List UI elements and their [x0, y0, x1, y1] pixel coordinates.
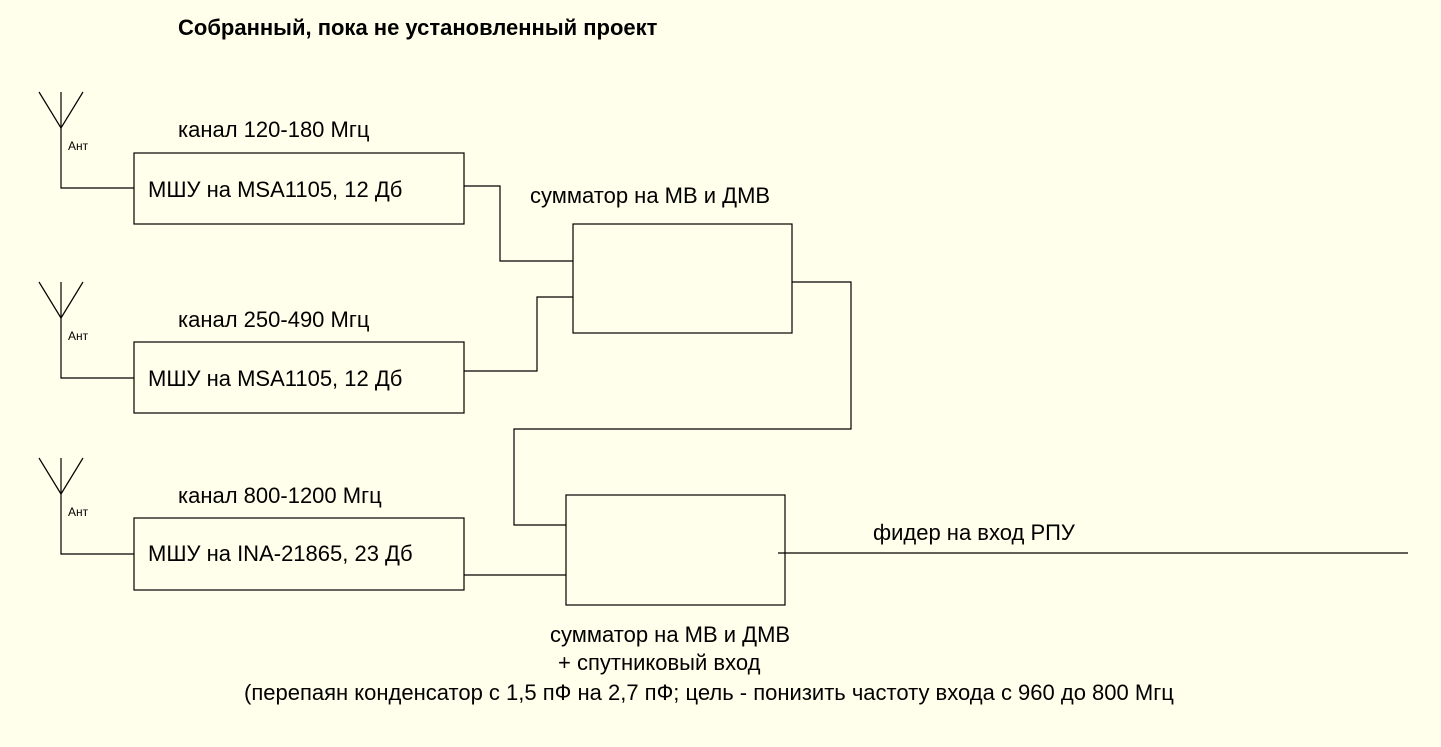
channel-3-label: канал 800-1200 Мгц [178, 483, 382, 508]
antenna-3: Ант [38, 457, 134, 555]
diagram-title: Собранный, пока не установленный проект [178, 15, 658, 40]
antenna-2: Ант [38, 281, 134, 379]
wire-amp1-to-combiner1 [464, 185, 573, 262]
antenna-3-feed-wire [60, 494, 134, 555]
combiner-2-label: сумматор на МВ и ДМВ [550, 622, 790, 647]
antenna-2-label: Ант [68, 329, 89, 343]
combiner-1-box [572, 223, 793, 334]
channel-2-label: канал 250-490 Мгц [178, 307, 370, 332]
amplifier-2-label: МШУ на MSA1105, 12 Дб [148, 366, 402, 391]
antenna-3-label: Ант [68, 505, 89, 519]
antenna-1-feed-wire [60, 128, 134, 189]
combiner-1-label: сумматор на МВ и ДМВ [530, 183, 770, 208]
combiner-2-label-line2: + спутниковый вход [558, 650, 761, 675]
amplifier-1-box [133, 152, 465, 225]
antenna-3-icon [38, 457, 84, 495]
wire-combiner1-to-combiner2 [513, 281, 852, 526]
feeder-label: фидер на вход РПУ [873, 520, 1076, 545]
antenna-1: Ант [38, 91, 134, 189]
antenna-1-label: Ант [68, 139, 89, 153]
antenna-2-icon [38, 281, 84, 319]
combiner-2-note: (перепаян конденсатор с 1,5 пФ на 2,7 пФ… [244, 680, 1174, 705]
wire-amp2-to-combiner1 [464, 296, 573, 372]
amplifier-1-label: МШУ на MSA1105, 12 Дб [148, 177, 402, 202]
amplifier-2-box [133, 341, 465, 414]
amplifier-3-label: МШУ на INA-21865, 23 Дб [148, 541, 413, 566]
amplifier-3-box [133, 517, 465, 591]
combiner-2-box [565, 494, 786, 606]
channel-1-label: канал 120-180 Мгц [178, 117, 370, 142]
antenna-2-feed-wire [60, 318, 134, 379]
antenna-1-icon [38, 91, 84, 129]
